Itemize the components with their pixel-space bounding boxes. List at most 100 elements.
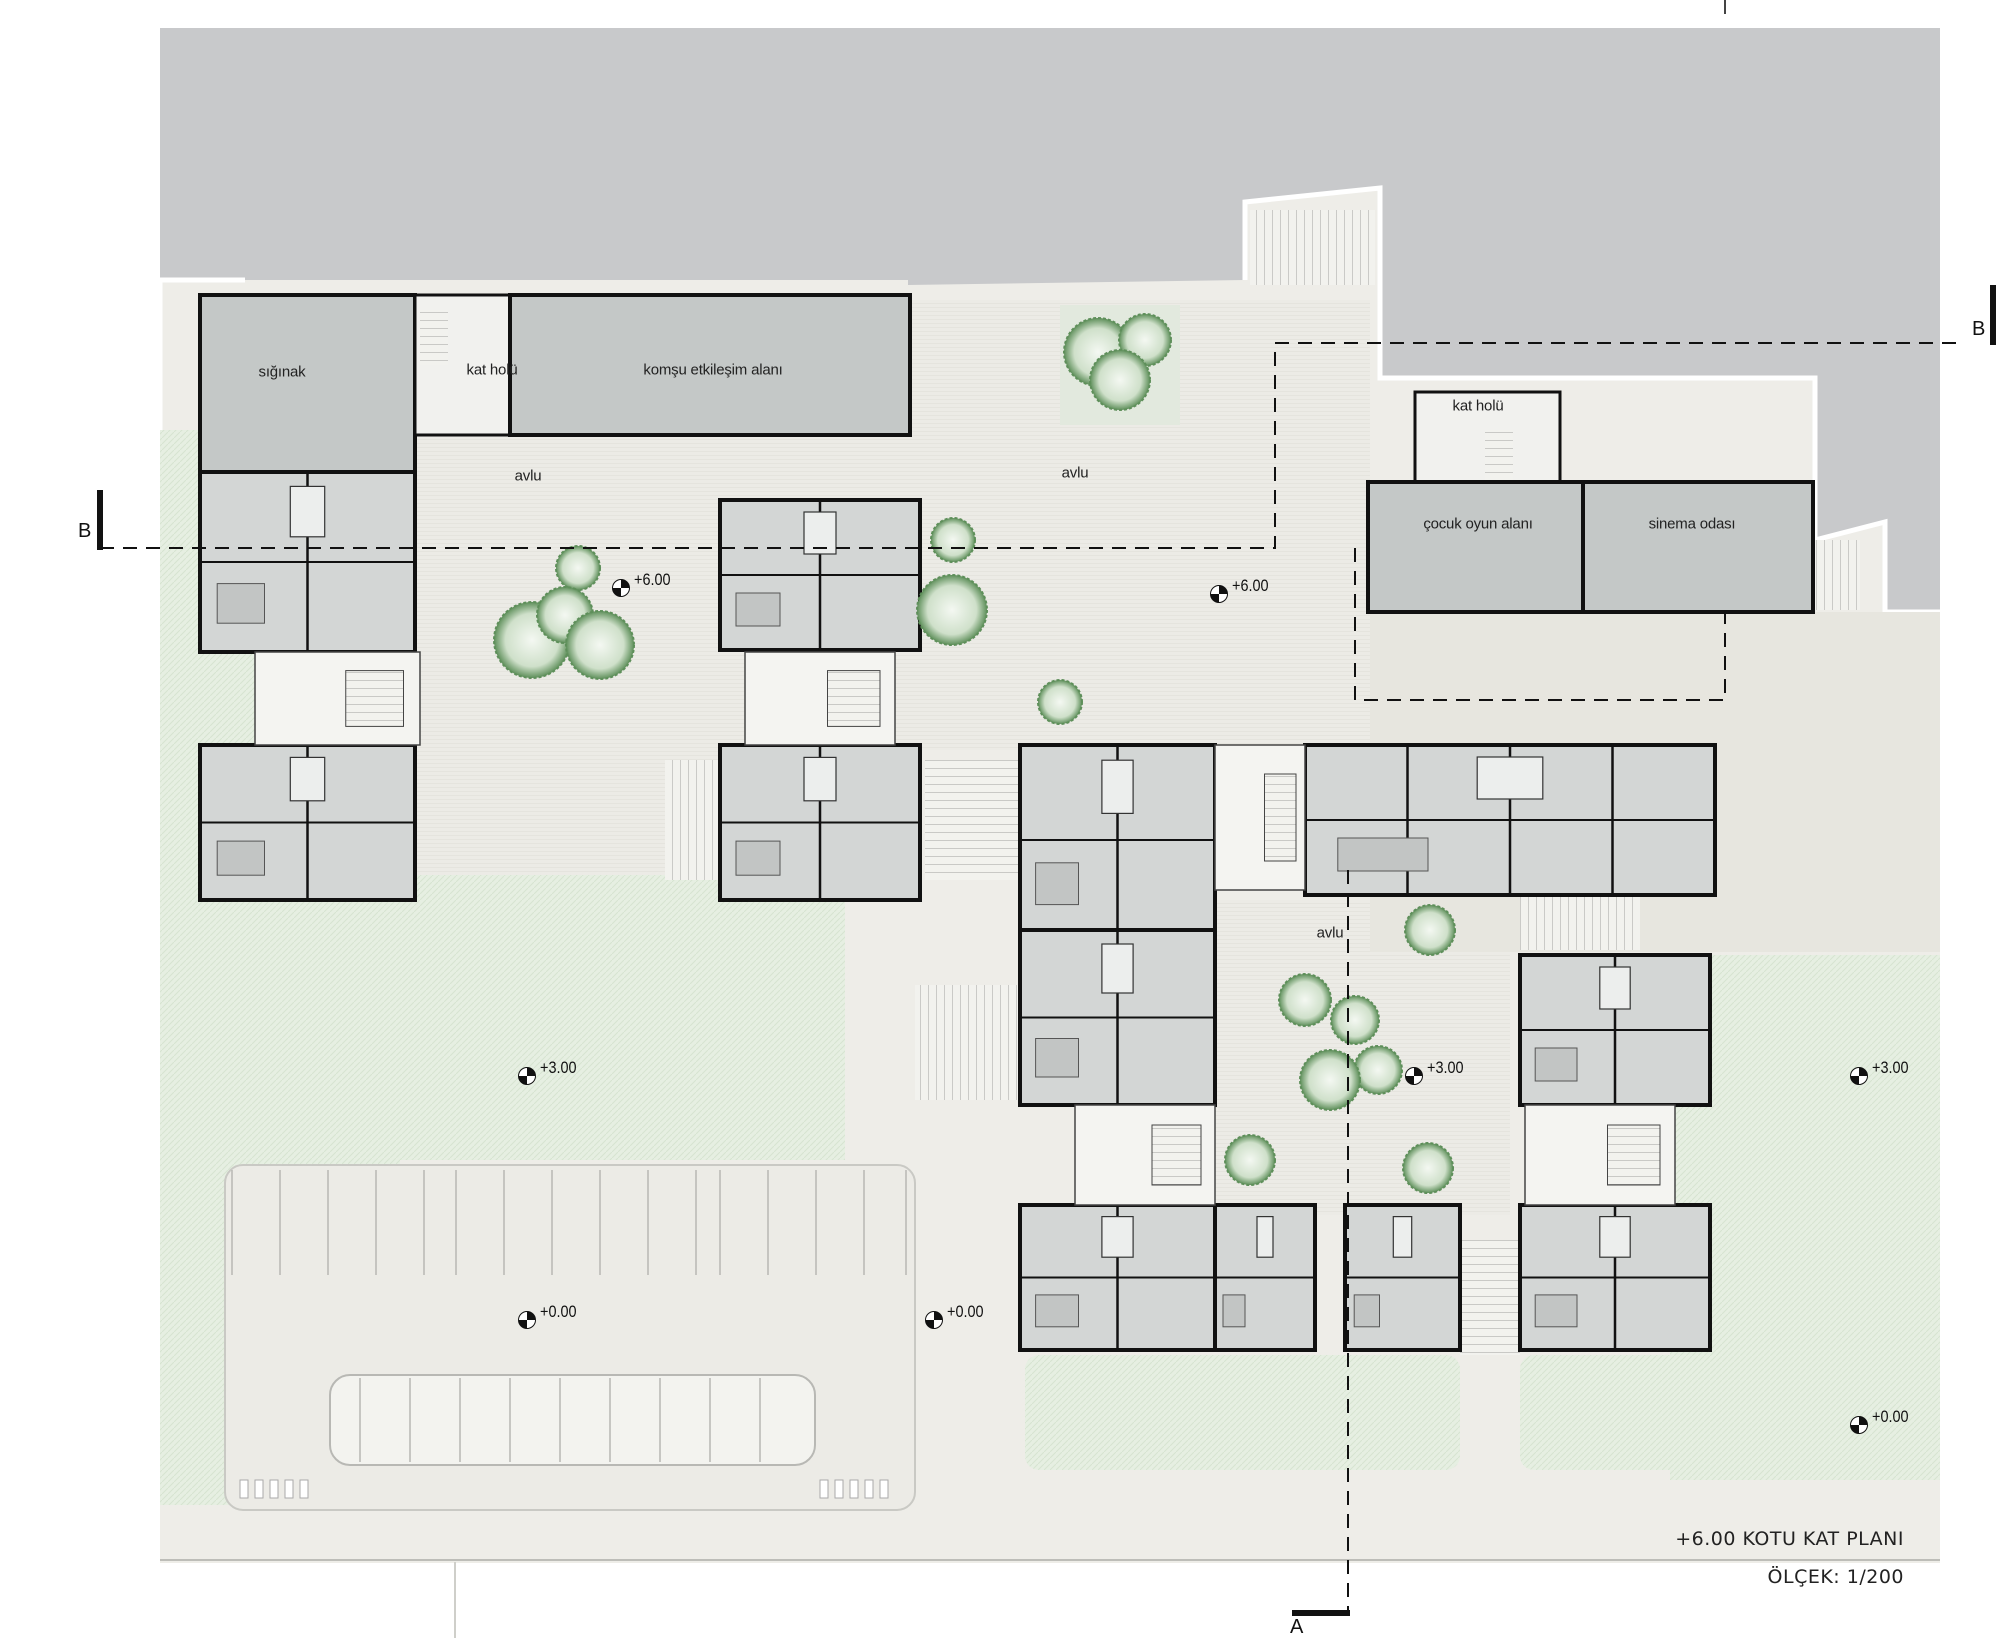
label-avlu-1: avlu xyxy=(514,467,542,485)
level-marker-6: +0.00 xyxy=(518,1302,583,1330)
section-label-b-left: B xyxy=(78,520,92,542)
core-stair xyxy=(827,670,881,727)
elevation-icon xyxy=(925,1311,943,1329)
label-siginak: sığınak xyxy=(258,363,306,381)
roof-outline xyxy=(157,185,1940,615)
bed xyxy=(1035,1294,1079,1328)
bathroom xyxy=(1101,759,1134,815)
stair-east xyxy=(1815,540,1860,610)
bathroom xyxy=(289,485,326,538)
elevation-icon xyxy=(518,1067,536,1085)
bathroom xyxy=(1599,1215,1631,1258)
apartment-block xyxy=(1018,1203,1217,1352)
stair-mid-3 xyxy=(915,985,1025,1100)
level-marker-2: +6.00 xyxy=(1210,576,1275,604)
level-text: +0.00 xyxy=(540,1302,577,1321)
title-block: +6.00 KOTU KAT PLANI ÖLÇEK: 1/200 xyxy=(1675,1528,1904,1588)
level-marker-4: +3.00 xyxy=(1405,1058,1470,1086)
tree-canopy xyxy=(555,545,601,591)
elevation-icon xyxy=(1850,1067,1868,1085)
level-text: +3.00 xyxy=(1872,1058,1909,1077)
level-text: +3.00 xyxy=(1427,1058,1464,1077)
elevation-icon xyxy=(612,579,630,597)
apartment-block xyxy=(1018,743,1217,937)
cocuk-room xyxy=(1366,480,1585,614)
bed xyxy=(1035,862,1079,906)
apartment-block xyxy=(198,470,417,654)
circulation-core xyxy=(1074,1104,1216,1206)
label-komsu: komşu etkileşim alanı xyxy=(643,361,783,379)
bathroom xyxy=(1256,1215,1274,1258)
lawn-se2 xyxy=(1520,1355,1940,1470)
apartment-block xyxy=(1518,1203,1712,1352)
level-marker-5: +3.00 xyxy=(1850,1058,1915,1086)
apartment-blocks xyxy=(198,470,1717,1352)
apartment-block xyxy=(1213,1203,1317,1352)
section-label-b-right: B xyxy=(1972,318,1986,340)
stair-south xyxy=(1460,1240,1520,1355)
bathroom xyxy=(1101,1215,1134,1258)
bed xyxy=(1035,1038,1079,1078)
bathroom xyxy=(1599,966,1631,1010)
circulation-core xyxy=(1214,744,1306,891)
apartment-block xyxy=(1518,953,1712,1107)
tree-canopy xyxy=(565,610,635,680)
level-marker-8: +0.00 xyxy=(1850,1407,1915,1435)
section-line-b xyxy=(100,342,1960,549)
tree-canopy xyxy=(916,574,988,646)
core-stair xyxy=(1264,773,1297,862)
apartment-block xyxy=(198,743,417,902)
label-kat-holu-1: kat holü xyxy=(466,361,518,379)
label-cocuk: çocuk oyun alanı xyxy=(1423,515,1533,533)
stair-mid-2 xyxy=(925,760,1025,880)
apartment-block xyxy=(1303,743,1717,897)
bathroom xyxy=(1101,943,1134,994)
apartment-block xyxy=(718,743,922,902)
level-marker-1: +6.00 xyxy=(612,570,677,598)
stair-core-top-steps xyxy=(420,310,448,365)
stair-east-2 xyxy=(1520,895,1640,950)
bathroom xyxy=(803,756,837,802)
tree-canopy xyxy=(1330,995,1380,1045)
bed xyxy=(1534,1047,1578,1082)
apartment-block xyxy=(1343,1203,1462,1352)
lawn-se xyxy=(1025,1355,1460,1470)
plan-title: +6.00 KOTU KAT PLANI xyxy=(1675,1528,1904,1550)
trees xyxy=(493,313,1456,1194)
label-sinema: sinema odası xyxy=(1648,515,1736,533)
circulation-core xyxy=(1524,1104,1676,1206)
level-text: +6.00 xyxy=(1232,576,1269,595)
lawn-south xyxy=(160,1160,230,1505)
tree-canopy xyxy=(930,517,976,563)
parking-stalls-bottom xyxy=(359,1378,761,1462)
tree-canopy xyxy=(1404,904,1456,956)
tree-canopy xyxy=(1037,679,1083,725)
apartment-block xyxy=(1018,928,1217,1107)
level-text: +0.00 xyxy=(947,1302,984,1321)
level-text: +0.00 xyxy=(1872,1407,1909,1426)
circulation-core xyxy=(744,651,896,746)
label-avlu-3: avlu xyxy=(1316,924,1344,942)
crosswalk-1 xyxy=(239,1479,889,1499)
elevation-icon xyxy=(1405,1067,1423,1085)
tree-canopy xyxy=(1402,1142,1454,1194)
tree-canopy xyxy=(1278,973,1332,1027)
level-marker-3: +3.00 xyxy=(518,1058,583,1086)
elevation-icon xyxy=(518,1311,536,1329)
level-marker-7: +0.00 xyxy=(925,1302,990,1330)
section-line-b2 xyxy=(1274,545,1726,701)
apartment-block xyxy=(718,498,922,652)
tree-canopy xyxy=(1224,1134,1276,1186)
bed xyxy=(1222,1294,1246,1328)
label-avlu-2: avlu xyxy=(1061,464,1089,482)
roof-mass xyxy=(160,28,1940,612)
bathroom xyxy=(1392,1215,1413,1258)
bathroom xyxy=(1476,756,1544,800)
level-text: +3.00 xyxy=(540,1058,577,1077)
lawn-mid-west xyxy=(400,870,845,1160)
parking-stalls-top xyxy=(231,1170,907,1275)
komsu-room xyxy=(508,293,912,437)
stair-north-east xyxy=(1250,210,1375,285)
circulation-core xyxy=(254,651,421,746)
